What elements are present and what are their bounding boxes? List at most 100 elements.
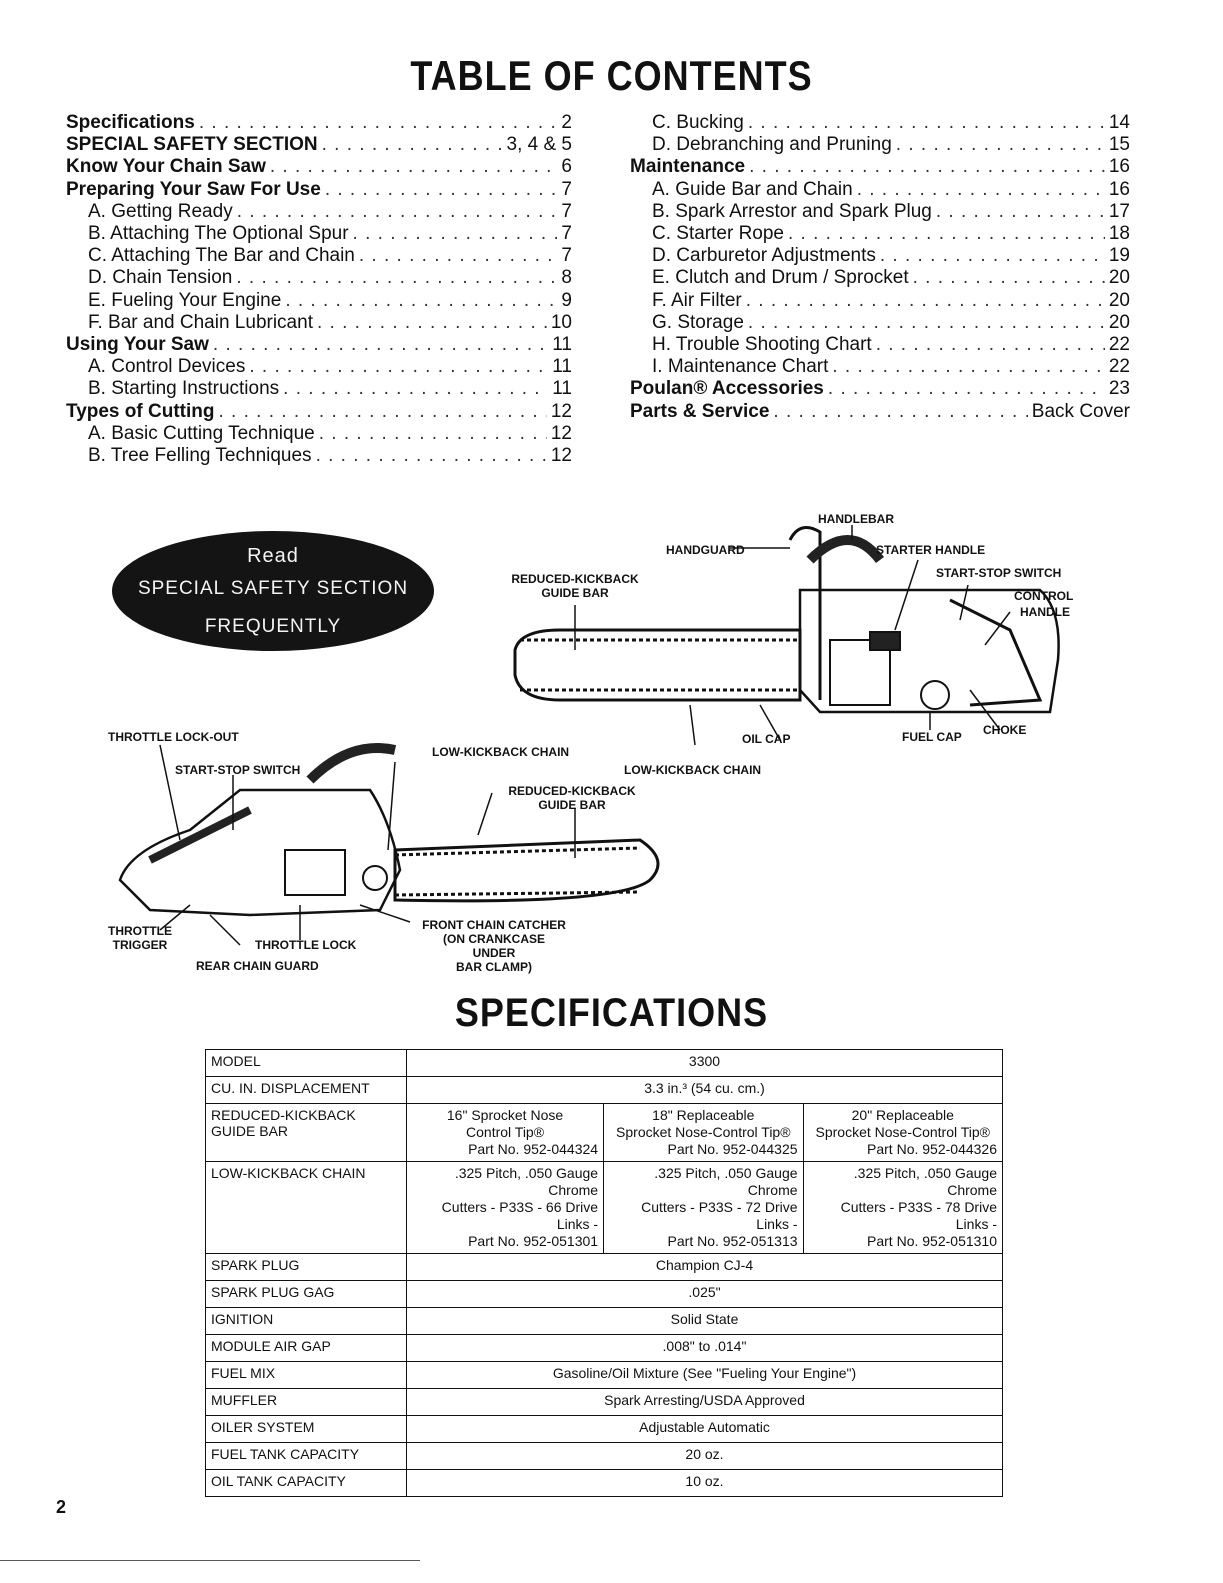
toc-entry: A. Guide Bar and Chain16: [630, 179, 1130, 201]
label-start-stop-switch-top: START-STOP SWITCH: [936, 566, 1062, 580]
toc-entry-page: 14: [1108, 112, 1130, 133]
spec-line: Cutters - P33S - 66 Drive Links -: [441, 1199, 599, 1232]
toc-entry-label: F. Bar and Chain Lubricant: [88, 311, 313, 333]
label-lk-chain-top: LOW-KICKBACK CHAIN: [624, 763, 762, 777]
spec-line: Part No. 952-044325: [667, 1141, 798, 1157]
toc-entry: A. Getting Ready7: [66, 201, 572, 223]
label-throttle-trigger: THROTTLE TRIGGER: [100, 924, 180, 952]
toc-entry: I. Maintenance Chart22: [630, 356, 1130, 378]
label-start-stop-switch-bottom: START-STOP SWITCH: [175, 763, 301, 777]
toc-entry: E. Clutch and Drum / Sprocket 20: [630, 267, 1130, 289]
label-front-catcher-3: UNDER: [472, 946, 516, 960]
toc-entry: C. Attaching The Bar and Chain7: [66, 245, 572, 267]
toc-entry: Using Your Saw11: [66, 334, 572, 356]
toc-entry-page: 11: [552, 356, 572, 378]
toc-entry-page: 7: [561, 223, 572, 245]
spec-label: LOW-KICKBACK CHAIN: [205, 1161, 407, 1254]
toc-entry: D. Carburetor Adjustments19: [630, 245, 1130, 267]
spec-line: .325 Pitch, .050 Gauge Chrome: [454, 1165, 599, 1198]
page-number: 2: [56, 1497, 67, 1517]
toc-title: TABLE OF CONTENTS: [410, 51, 813, 99]
label-control-handle-1: CONTROL: [1014, 589, 1074, 603]
spec-value: .008" to .014": [406, 1334, 1003, 1362]
bottom-saw-illustration: [118, 743, 660, 917]
label-rk-guide-bar-bottom: REDUCED-KICKBACK GUIDE BAR: [492, 784, 652, 812]
toc-entry-page: 11: [552, 378, 572, 400]
label-rk-guide-bar-bottom-1: REDUCED-KICKBACK: [508, 784, 636, 798]
toc-entry: Know Your Chain Saw 6: [66, 156, 572, 178]
spec-line: Sprocket Nose-Control Tip®: [616, 1124, 791, 1140]
toc-entry-page: Back Cover: [1031, 400, 1130, 422]
spec-line: Control Tip®: [466, 1124, 545, 1140]
table-row: MODULE AIR GAP.008" to .014": [205, 1334, 1003, 1362]
toc-entry-label: Preparing Your Saw For Use: [66, 178, 321, 200]
toc-entry-page: 12: [550, 422, 572, 444]
label-throttle-lockout: THROTTLE LOCK-OUT: [108, 730, 239, 744]
toc-entry-page: 17: [1108, 200, 1130, 222]
top-saw-illustration: [513, 526, 1060, 714]
label-choke: CHOKE: [983, 723, 1027, 737]
spec-line: Part No. 952-044324: [468, 1141, 599, 1157]
toc-entry-page: 3, 4 & 5: [506, 134, 573, 156]
toc-entry-label: E. Clutch and Drum / Sprocket: [652, 267, 909, 289]
spec-value: Solid State: [406, 1307, 1003, 1335]
toc-entry-label: A. Control Devices: [88, 356, 246, 378]
toc-right-column: C. Bucking14D. Debranching and Pruning15…: [630, 112, 1130, 423]
toc-entry-label: B. Attaching The Optional Spur: [88, 223, 349, 245]
toc-entry: B. Attaching The Optional Spur 7: [66, 223, 572, 245]
toc-entry: F. Bar and Chain Lubricant10: [66, 312, 572, 334]
label-handlebar: HANDLEBAR: [818, 512, 894, 526]
toc-entry-label: B. Starting Instructions: [88, 378, 280, 400]
toc-entry-label: A. Guide Bar and Chain: [652, 178, 853, 200]
label-lk-chain-bottom: LOW-KICKBACK CHAIN: [432, 745, 570, 759]
spec-line: 20" Replaceable: [851, 1107, 954, 1123]
toc-entry-page: 8: [561, 267, 572, 289]
toc-entry: D. Debranching and Pruning15: [630, 134, 1130, 156]
toc-entry: B. Tree Felling Techniques12: [66, 445, 572, 467]
label-throttle-lock: THROTTLE LOCK: [255, 938, 357, 952]
table-row: LOW-KICKBACK CHAIN .325 Pitch, .050 Gaug…: [205, 1161, 1004, 1254]
spec-line: .325 Pitch, .050 Gauge Chrome: [654, 1165, 798, 1198]
toc-entry: B. Spark Arrestor and Spark Plug17: [630, 201, 1130, 223]
toc-entry-label: Maintenance: [630, 156, 746, 178]
badge-line-1: Read: [247, 545, 299, 567]
toc-entry-label: I. Maintenance Chart: [652, 356, 829, 378]
spec-line: 16" Sprocket Nose: [446, 1107, 564, 1123]
label-oil-cap: OIL CAP: [742, 732, 791, 746]
spec-value: 20 oz.: [406, 1442, 1003, 1470]
toc-entry-page: 6: [561, 156, 572, 178]
label-handguard: HANDGUARD: [666, 543, 745, 557]
spec-line: Part No. 952-051301: [468, 1233, 599, 1249]
label-rear-chain-guard: REAR CHAIN GUARD: [196, 959, 319, 973]
toc-entry-page: 18: [1108, 223, 1130, 245]
toc-entry-page: 7: [561, 200, 572, 222]
toc-entry-page: 20: [1108, 267, 1130, 289]
spec-chain-72: .325 Pitch, .050 Gauge Chrome Cutters - …: [603, 1161, 804, 1254]
toc-entry-label: H. Trouble Shooting Chart: [652, 334, 872, 356]
spec-line: .325 Pitch, .050 Gauge Chrome: [853, 1165, 997, 1198]
spec-label: SPARK PLUG: [205, 1253, 407, 1281]
spec-label: MODULE AIR GAP: [205, 1334, 407, 1362]
chainsaw-diagram: [118, 525, 1060, 946]
badge-line-3: FREQUENTLY: [204, 616, 342, 637]
spec-guide-bar-20: 20" Replaceable Sprocket Nose-Control Ti…: [802, 1103, 1004, 1162]
toc-entry-label: B. Tree Felling Techniques: [88, 445, 312, 467]
toc-entry-label: Know Your Chain Saw: [66, 156, 266, 178]
table-row: CU. IN. DISPLACEMENT 3.3 in.³ (54 cu. cm…: [205, 1076, 1003, 1104]
toc-entry-label: Parts & Service: [630, 400, 770, 422]
spec-line: Sprocket Nose-Control Tip®: [815, 1124, 991, 1140]
toc-entry: Preparing Your Saw For Use7: [66, 179, 572, 201]
spec-line: 18" Replaceable: [652, 1107, 755, 1123]
toc-left-column: Specifications2SPECIAL SAFETY SECTION3, …: [66, 112, 572, 467]
spec-chain-66: .325 Pitch, .050 Gauge Chrome Cutters - …: [405, 1161, 605, 1254]
toc-entry-label: C. Starter Rope: [652, 223, 784, 245]
toc-entry: Poulan® Accessories23: [630, 378, 1130, 400]
toc-entry-page: 16: [1108, 156, 1130, 178]
spec-label: IGNITION: [205, 1307, 407, 1335]
